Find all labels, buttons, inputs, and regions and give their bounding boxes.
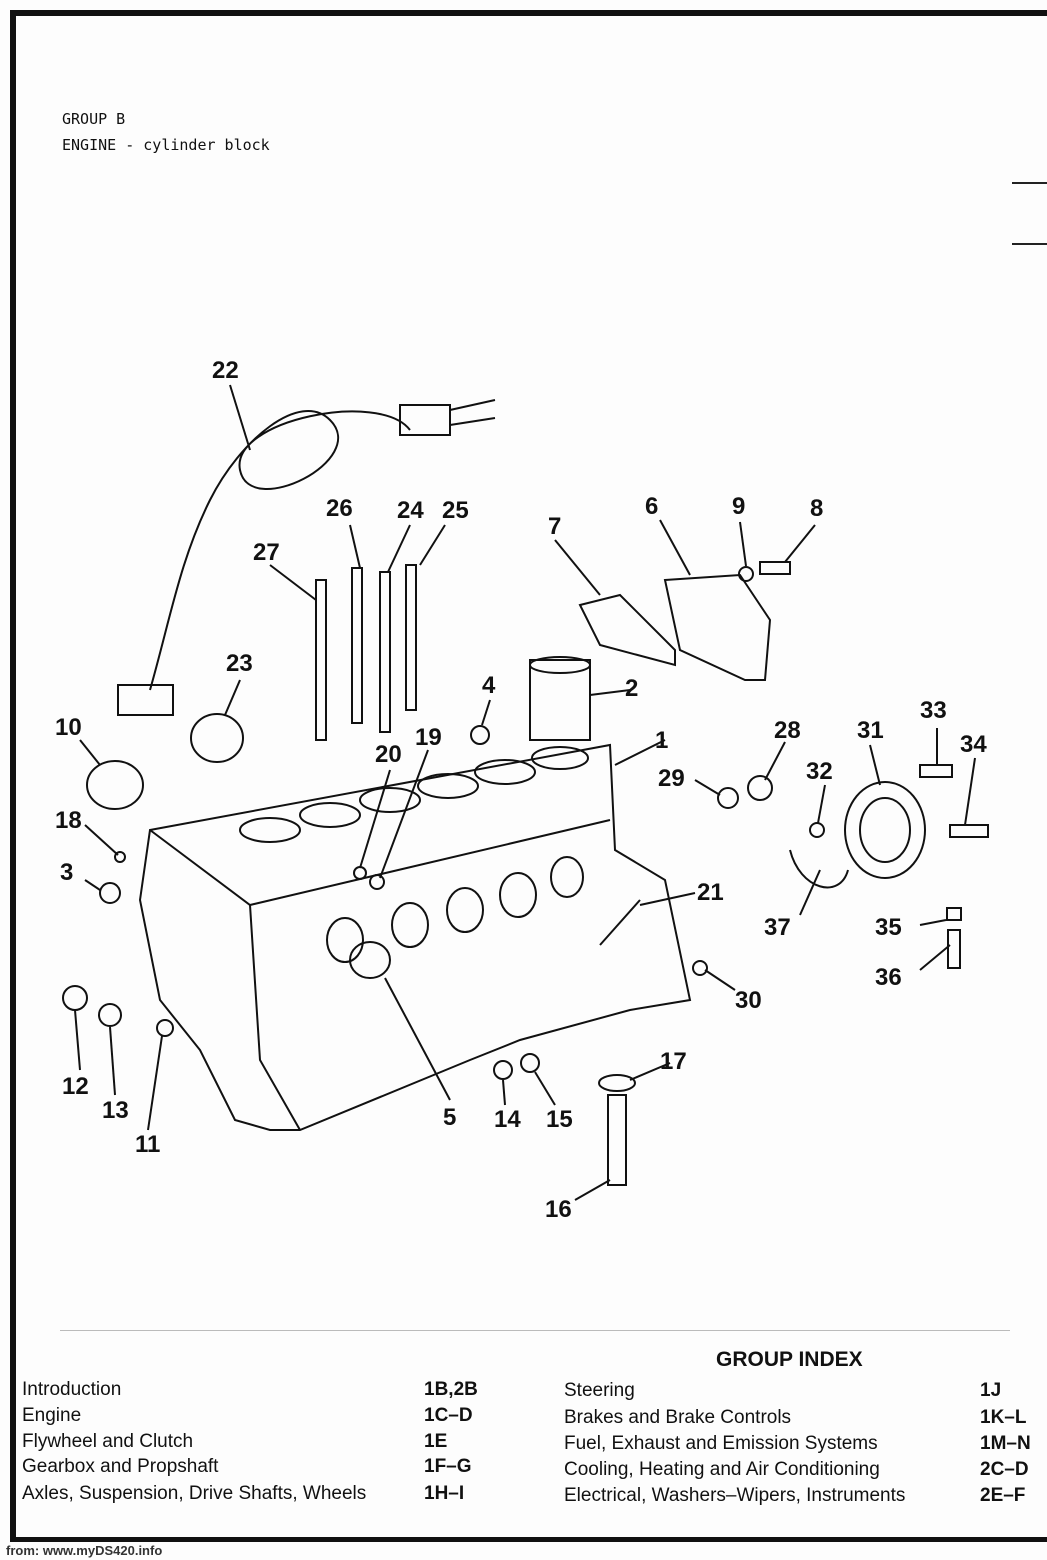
callout-24: 24 xyxy=(397,497,424,524)
callout-31: 31 xyxy=(857,717,884,744)
callout-34: 34 xyxy=(960,731,987,758)
callout-5: 5 xyxy=(443,1104,456,1131)
cylinder-block xyxy=(138,743,692,1131)
callout-13: 13 xyxy=(102,1097,129,1124)
callout-20: 20 xyxy=(375,741,402,768)
callout-17: 17 xyxy=(660,1048,687,1075)
callout-18: 18 xyxy=(55,807,82,834)
page-frame xyxy=(10,10,1047,1542)
index-code: 1M–N xyxy=(980,1433,1031,1454)
callout-27: 27 xyxy=(253,539,280,566)
callout-11: 11 xyxy=(135,1131,160,1158)
callout-32: 32 xyxy=(806,758,833,785)
callout-9: 9 xyxy=(732,493,745,520)
margin-rule-2 xyxy=(1012,243,1047,245)
index-label[interactable]: Engine xyxy=(22,1405,82,1426)
callout-36: 36 xyxy=(875,964,902,991)
callout-37: 37 xyxy=(764,914,791,941)
index-label[interactable]: Brakes and Brake Controls xyxy=(564,1407,792,1428)
callout-25: 25 xyxy=(442,497,469,524)
index-code: 1F–G xyxy=(424,1456,472,1477)
index-code: 1C–D xyxy=(424,1405,473,1426)
callout-2: 2 xyxy=(625,675,638,702)
group-index-title: GROUP INDEX xyxy=(716,1348,863,1371)
callout-12: 12 xyxy=(62,1073,89,1100)
callout-1: 1 xyxy=(655,727,668,754)
callout-28: 28 xyxy=(774,717,801,744)
callout-21: 21 xyxy=(697,879,724,906)
callout-14: 14 xyxy=(494,1106,521,1133)
callout-23: 23 xyxy=(226,650,253,677)
index-label[interactable]: Flywheel and Clutch xyxy=(22,1431,194,1452)
index-code: 1H–I xyxy=(424,1483,465,1504)
callout-29: 29 xyxy=(658,765,685,792)
callout-35: 35 xyxy=(875,914,902,941)
index-label[interactable]: Axles, Suspension, Drive Shafts, Wheels xyxy=(22,1483,367,1504)
index-label[interactable]: Cooling, Heating and Air Conditioning xyxy=(564,1459,880,1480)
index-code: 1B,2B xyxy=(424,1379,478,1400)
index-label[interactable]: Introduction xyxy=(22,1379,122,1400)
callout-22: 22 xyxy=(212,357,239,384)
callout-3: 3 xyxy=(60,859,73,886)
callout-6: 6 xyxy=(645,493,658,520)
callout-labels: 1 2 3 4 5 6 7 8 9 10 11 12 13 14 15 16 1… xyxy=(55,357,987,1223)
section-subtitle: ENGINE - cylinder block xyxy=(62,136,270,154)
callout-26: 26 xyxy=(326,495,353,522)
index-label[interactable]: Fuel, Exhaust and Emission Systems xyxy=(564,1433,878,1454)
exploded-diagram: 1 2 3 4 5 6 7 8 9 10 11 12 13 14 15 16 1… xyxy=(55,357,989,1223)
callout-7: 7 xyxy=(548,513,561,540)
callout-30: 30 xyxy=(735,987,762,1014)
group-label: GROUP B xyxy=(62,110,126,128)
index-code: 1K–L xyxy=(980,1407,1027,1428)
index-code: 2C–D xyxy=(980,1459,1029,1480)
callout-10: 10 xyxy=(55,714,82,741)
index-label[interactable]: Steering xyxy=(564,1380,635,1401)
source-footer: from: www.myDS420.info xyxy=(6,1543,163,1558)
index-code: 1J xyxy=(980,1380,1002,1401)
index-label[interactable]: Gearbox and Propshaft xyxy=(22,1456,219,1477)
index-code: 1E xyxy=(424,1431,448,1452)
callout-33: 33 xyxy=(920,697,947,724)
margin-rule-1 xyxy=(1012,182,1047,184)
callout-15: 15 xyxy=(546,1106,573,1133)
callout-19: 19 xyxy=(415,724,442,751)
index-label[interactable]: Electrical, Washers–Wipers, Instruments xyxy=(564,1485,906,1506)
callout-8: 8 xyxy=(810,495,823,522)
callout-16: 16 xyxy=(545,1196,572,1223)
index-divider xyxy=(60,1330,1010,1331)
index-code: 2E–F xyxy=(980,1485,1026,1506)
callout-4: 4 xyxy=(482,672,496,699)
